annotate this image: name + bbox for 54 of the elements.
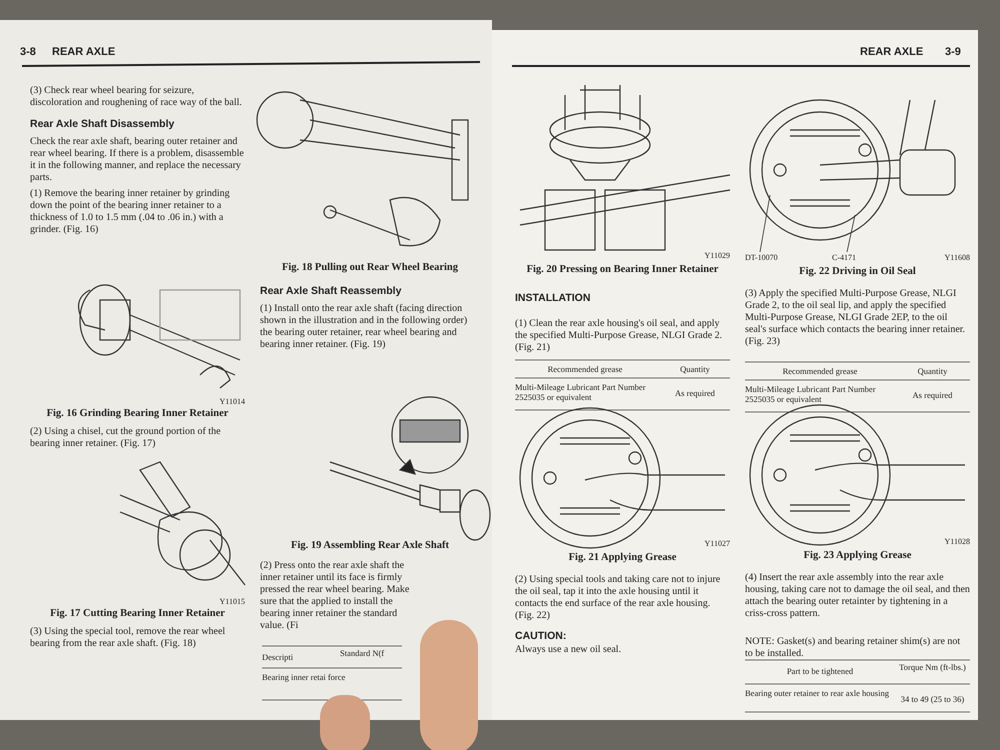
- page-number: 3-8: [20, 46, 37, 58]
- figure-caption: Fig. 19 Assembling Rear Axle Shaft: [290, 540, 450, 552]
- table-header-text: Recommended grease: [782, 366, 858, 376]
- table-value-text: Bearing outer retainer to rear axle housing: [745, 688, 890, 698]
- table-header-text: Descripti: [262, 652, 294, 662]
- figure-caption: Fig. 17 Cutting Bearing Inner Retainer: [49, 608, 226, 620]
- section-heading: Rear Axle Shaft Reassembly: [260, 285, 402, 297]
- page-number: 3-9: [945, 46, 962, 58]
- table-header-text: Torque Nm (ft-lbs.): [898, 662, 967, 672]
- paragraph: (2) Using a chisel, cut the ground portion of the bearing inner retainer. (Fig. 17): [30, 426, 222, 450]
- paragraph: (3) Using the special tool, remove the rear wheel bearing from the rear axle shaft. (Fig. 18): [30, 626, 226, 650]
- figure-code: Y11027: [704, 538, 730, 550]
- figure-caption: Fig. 21 Applying Grease: [568, 552, 678, 564]
- figure-code: Y11608: [944, 252, 970, 264]
- caution-heading: CAUTION:: [515, 630, 568, 642]
- figure-caption: Fig. 22 Driving in Oil Seal: [798, 266, 917, 278]
- paragraph: (1) Remove the bearing inner retainer by grinding down the point of the bearing inner retainer to a thickness of 1.0 to 1.5 mm (.04 to .06 in.) with a grinder. (Fig. 16): [30, 188, 231, 236]
- table-value-text: Multi-Mileage Lubricant Part Number 2525035 or equivalent: [745, 384, 877, 404]
- part-number-label: DT-10070: [745, 252, 795, 264]
- table-value-text: As required: [912, 390, 954, 400]
- table-value-text: Multi-Mileage Lubricant Part Number 2525035 or equivalent: [515, 382, 647, 402]
- paragraph: (2) Press onto the rear axle shaft the inner retainer until its face is firmly pressed the rear wheel bearing. Make sure that the applied to install the bearing inner retainer the standard value. (Fi: [260, 560, 410, 632]
- figure-code: Y11029: [704, 250, 730, 262]
- leader-line: [760, 194, 770, 252]
- figure-caption: Fig. 16 Grinding Bearing Inner Retainer: [46, 408, 230, 420]
- table-header-text: Standard N(f: [340, 648, 386, 658]
- table-header-text: Quantity: [916, 366, 948, 376]
- figure-code: Y11014: [218, 396, 245, 408]
- caution-text: Always use a new oil seal.: [515, 644, 622, 656]
- table-value-text: 34 to 49 (25 to 36): [900, 694, 966, 704]
- figure-caption: Fig. 20 Pressing on Bearing Inner Retainer: [526, 264, 720, 276]
- paragraph: (3) Apply the specified Multi-Purpose Grease, NLGI Grade 2, to the oil seal lip, and apply the specified Multi-Purpose Grease, NLGI Grade 2EP, to the oil seal's surface which contacts the bearing inner retainer. (Fig. 23): [745, 288, 966, 348]
- figure-caption: Fig. 23 Applying Grease: [802, 550, 912, 562]
- running-header: REAR AXLE: [860, 46, 924, 58]
- running-header: REAR AXLE: [52, 46, 116, 58]
- paragraph: (2) Using special tools and taking care not to injure the oil seal, tap it into the axle housing until it contacts the end surface of the rear axle housing. (Fig. 22): [515, 574, 722, 622]
- figure-code: Y11015: [218, 596, 245, 608]
- table-header-text: Recommended grease: [546, 364, 624, 374]
- figure-caption: Fig. 18 Pulling out Rear Wheel Bearing: [280, 262, 460, 274]
- note-text: NOTE: Gasket(s) and bearing retainer shim(s) are not to be installed.: [745, 636, 962, 660]
- section-heading: Rear Axle Shaft Disassembly: [30, 118, 176, 130]
- paragraph: Check the rear axle shaft, bearing outer retainer and rear wheel bearing. If there is a problem, disassemble it in the following manner, and replace the necessary parts.: [30, 136, 245, 184]
- table-header-text: Part to be tightened: [786, 666, 854, 676]
- table-header-text: Quantity: [679, 364, 711, 374]
- table-value-text: As required: [674, 388, 716, 398]
- paragraph: (3) Check rear wheel bearing for seizure, discoloration and roughening of race way of the ball.: [30, 85, 243, 109]
- section-heading: INSTALLATION: [515, 292, 592, 304]
- paragraph: (4) Insert the rear axle assembly into the rear axle housing, taking care not to damage the oil seal, and then attach the bearing outer retainter by tightening in a criss-cross pattern.: [745, 572, 970, 620]
- figure-code: Y11028: [944, 536, 970, 548]
- leader-line: [846, 214, 856, 252]
- table-value-text: Bearing inner retai force: [262, 672, 346, 682]
- part-number-label: C-4171: [832, 252, 872, 264]
- paragraph: (1) Install onto the rear axle shaft (facing direction shown in the illustration and in the following order) the bearing outer retainer, rear wheel bearing and bearing inner retainer. (Fig. 19): [260, 303, 468, 351]
- paragraph: (1) Clean the rear axle housing's oil seal, and apply the specified Multi-Purpose Grease, NLGI Grade 2. (Fig. 21): [515, 318, 724, 354]
